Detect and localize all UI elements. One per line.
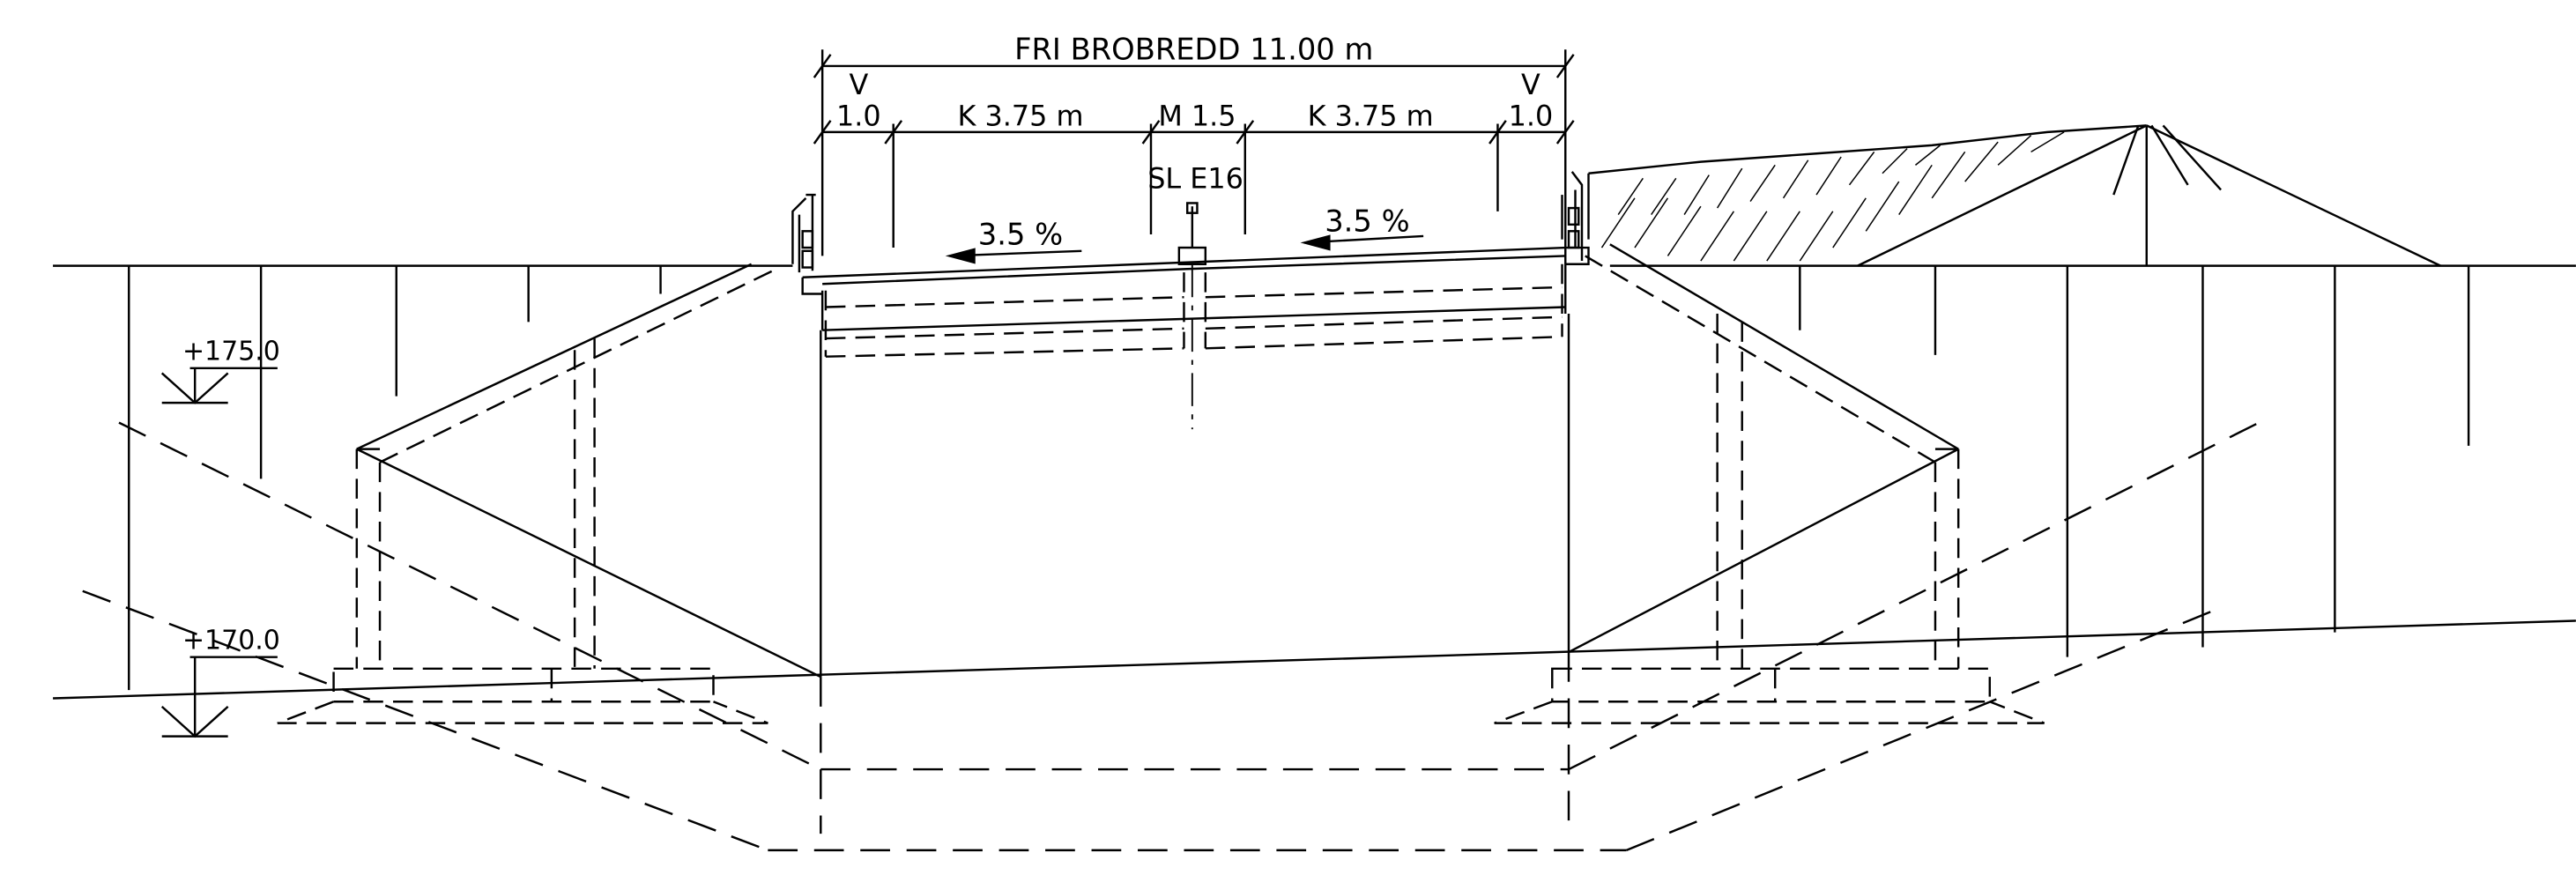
railing-right <box>1561 171 1584 262</box>
elevation-bottom-label: +170.0 <box>182 625 280 656</box>
segment-v-right-value: 1.0 <box>1509 99 1554 132</box>
terrain-ground-line <box>53 619 2576 700</box>
wingwall-right-dashed <box>1585 255 1960 669</box>
segment-v-right-letter: V <box>1521 68 1540 101</box>
segment-v-left-value: 1.0 <box>836 99 881 132</box>
bridge-deck <box>801 246 1590 331</box>
foundation-right <box>1494 667 2045 724</box>
deck-dashed-lines <box>824 263 1563 358</box>
elevation-marker-bottom <box>160 656 278 738</box>
fill-hatch-left <box>128 265 662 691</box>
wingwall-left <box>356 263 753 450</box>
dimension-total <box>813 49 1575 256</box>
segment-v-left-letter: V <box>849 68 868 101</box>
abutment-walls <box>356 313 1959 678</box>
segment-m-label: M 1.5 <box>1158 99 1236 132</box>
median-barrier <box>1177 202 1207 265</box>
fill-hatch-right <box>1799 265 2470 657</box>
elevation-top-label: +175.0 <box>182 336 280 367</box>
slope-arrow-right-head <box>1300 234 1331 251</box>
dimension-segments <box>813 120 1575 248</box>
slope-arrow-left-head <box>945 248 976 264</box>
segment-k-left-label: K 3.75 m <box>957 99 1083 132</box>
centerline-label: SL E16 <box>1147 162 1243 196</box>
excavation-lines <box>82 418 2267 852</box>
wingwall-left-dashed <box>355 268 777 669</box>
embankment-right <box>1587 124 2441 267</box>
railing-left <box>791 193 816 273</box>
total-width-label: FRI BROBREDD 11.00 m <box>1014 32 1373 66</box>
elevation-marker-top <box>160 367 278 404</box>
foundation-left <box>277 667 768 724</box>
slope-left-label: 3.5 % <box>978 217 1063 251</box>
slope-right-label: 3.5 % <box>1325 204 1409 238</box>
wingwall-right <box>1609 243 1959 450</box>
embankment-hatch <box>1600 131 2065 262</box>
segment-k-right-label: K 3.75 m <box>1308 99 1434 132</box>
